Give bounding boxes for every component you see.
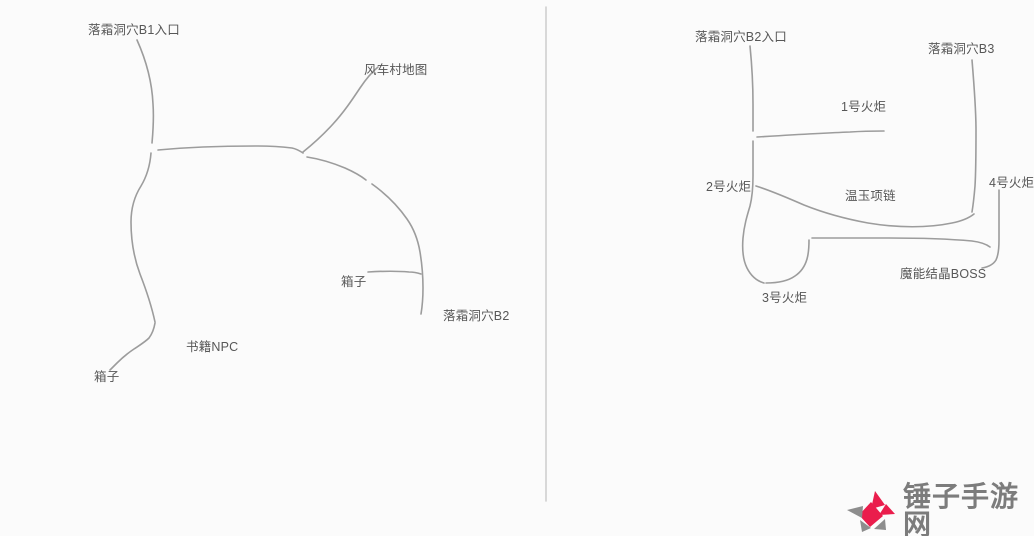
left-map-routes xyxy=(109,39,424,371)
label-b3-exit: 落霜洞穴B3 xyxy=(928,42,995,56)
route-b3-corridor xyxy=(971,59,977,213)
label-torch-4: 4号火炬 xyxy=(989,176,1034,190)
label-chest-right: 箱子 xyxy=(341,275,367,289)
label-torch-2: 2号火炬 xyxy=(706,180,752,194)
label-crystal-boss: 魔能结晶BOSS xyxy=(900,267,987,281)
route-left-wall xyxy=(741,140,765,284)
star-logo-icon xyxy=(847,491,895,532)
label-b2-exit: 落霜洞穴B2 xyxy=(443,309,510,323)
watermark-text: 锤子手游网 xyxy=(903,480,1020,536)
label-torch-3: 3号火炬 xyxy=(762,291,808,305)
route-right-descend-lower xyxy=(371,183,424,315)
route-windmill-branch xyxy=(302,66,379,153)
route-b1-entrance-corridor xyxy=(136,39,155,144)
label-torch-1: 1号火炬 xyxy=(841,100,887,114)
label-chest-bottom: 箱子 xyxy=(94,370,120,384)
route-junction-left-descend xyxy=(130,152,156,323)
route-boss-bottom xyxy=(811,237,991,248)
route-torch1-corridor xyxy=(756,130,885,138)
right-map-routes xyxy=(741,45,1000,284)
label-book-npc: 书籍NPC xyxy=(186,340,239,354)
site-watermark: 锤子手游网 xyxy=(845,483,1031,536)
route-chest-right-branch xyxy=(367,270,422,275)
route-main-horizontal xyxy=(157,145,304,154)
route-bottom-corridor xyxy=(765,239,810,284)
route-right-descend-upper xyxy=(306,156,367,181)
route-torch4-corridor xyxy=(981,189,1000,269)
label-jade-necklace: 温玉项链 xyxy=(845,189,896,203)
route-chest-bottom-branch xyxy=(109,322,156,371)
label-b1-entrance: 落霜洞穴B1入口 xyxy=(88,23,180,37)
label-windmill-map: 风车村地图 xyxy=(364,63,428,77)
route-b2-entrance-corridor xyxy=(749,45,754,132)
label-b2-entrance: 落霜洞穴B2入口 xyxy=(695,30,787,44)
